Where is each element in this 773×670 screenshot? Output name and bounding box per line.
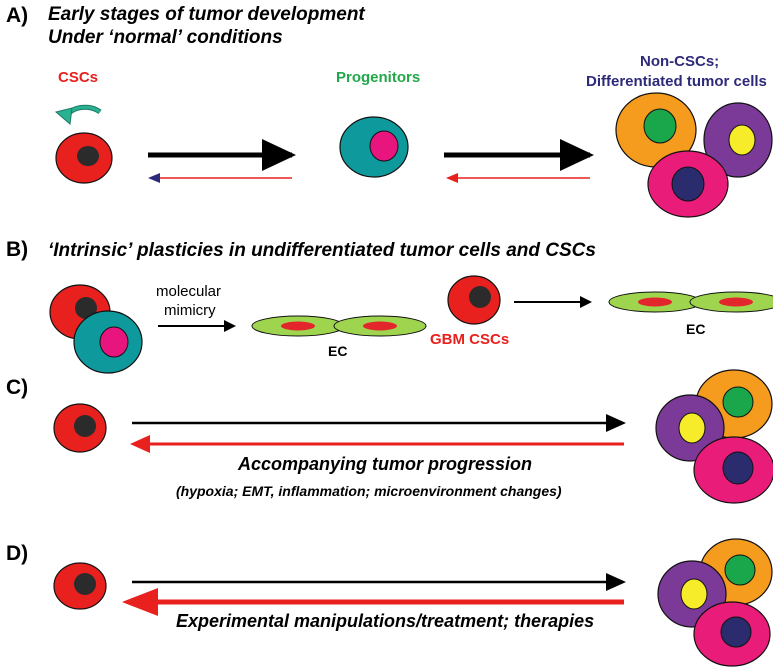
differentiated-cluster-c — [655, 369, 773, 504]
self-renewal-arrow-icon — [54, 104, 102, 125]
mimicry-label-line1: molecular — [156, 283, 221, 300]
progression-reverse-arrow-head — [130, 435, 150, 453]
endothelial-cells-2 — [608, 291, 773, 313]
reverse-arrow-1-head — [148, 173, 160, 183]
ec-label-2: EC — [686, 321, 705, 337]
differentiated-cell-cluster — [615, 92, 773, 218]
differentiated-cluster-d — [657, 538, 773, 667]
gbm-arrow-head — [580, 296, 592, 308]
endothelial-cells-1 — [251, 315, 427, 337]
panel-c-caption: Accompanying tumor progression — [237, 454, 532, 474]
progenitors-label: Progenitors — [336, 69, 420, 86]
ec-label-1: EC — [328, 343, 347, 359]
mimicry-label-line2: mimicry — [164, 302, 216, 319]
differentiation-arrow-1-head — [262, 139, 296, 171]
gbm-csc-label: GBM CSCs — [430, 331, 509, 348]
panel-c-label: C) — [6, 376, 28, 399]
panel-d-label: D) — [6, 542, 28, 565]
csc-label: CSCs — [58, 69, 98, 86]
treatment-reverse-arrow-head — [122, 588, 158, 616]
panel-b-title: ‘Intrinsic’ plasticies in undifferentiat… — [48, 240, 596, 261]
panel-b-label: B) — [6, 238, 28, 261]
panel-a-label: A) — [6, 4, 28, 27]
panel-a-title-line2: Under ‘normal’ conditions — [48, 27, 283, 48]
panel-c-subcaption: (hypoxia; EMT, inflammation; microenviro… — [176, 483, 562, 499]
differentiation-arrow-2-head — [560, 139, 594, 171]
reverse-arrow-2-head — [446, 173, 458, 183]
csc-cell-c — [53, 403, 107, 453]
csc-cell-d — [53, 562, 107, 610]
panel-d-caption: Experimental manipulations/treatment; th… — [176, 611, 594, 631]
noncsc-label-line1: Non-CSCs; — [640, 53, 719, 70]
progression-forward-arrow-head — [606, 414, 626, 432]
mimicry-arrow-head — [224, 320, 236, 332]
panel-a-title-line1: Early stages of tumor development — [48, 4, 365, 25]
csc-progenitor-pair — [49, 284, 143, 374]
csc-cell — [55, 132, 113, 184]
noncsc-label-line2: Differentiated tumor cells — [586, 73, 767, 90]
gbm-csc-cell — [447, 275, 501, 325]
progenitor-cell — [339, 116, 409, 178]
treatment-forward-arrow-head — [606, 573, 626, 591]
